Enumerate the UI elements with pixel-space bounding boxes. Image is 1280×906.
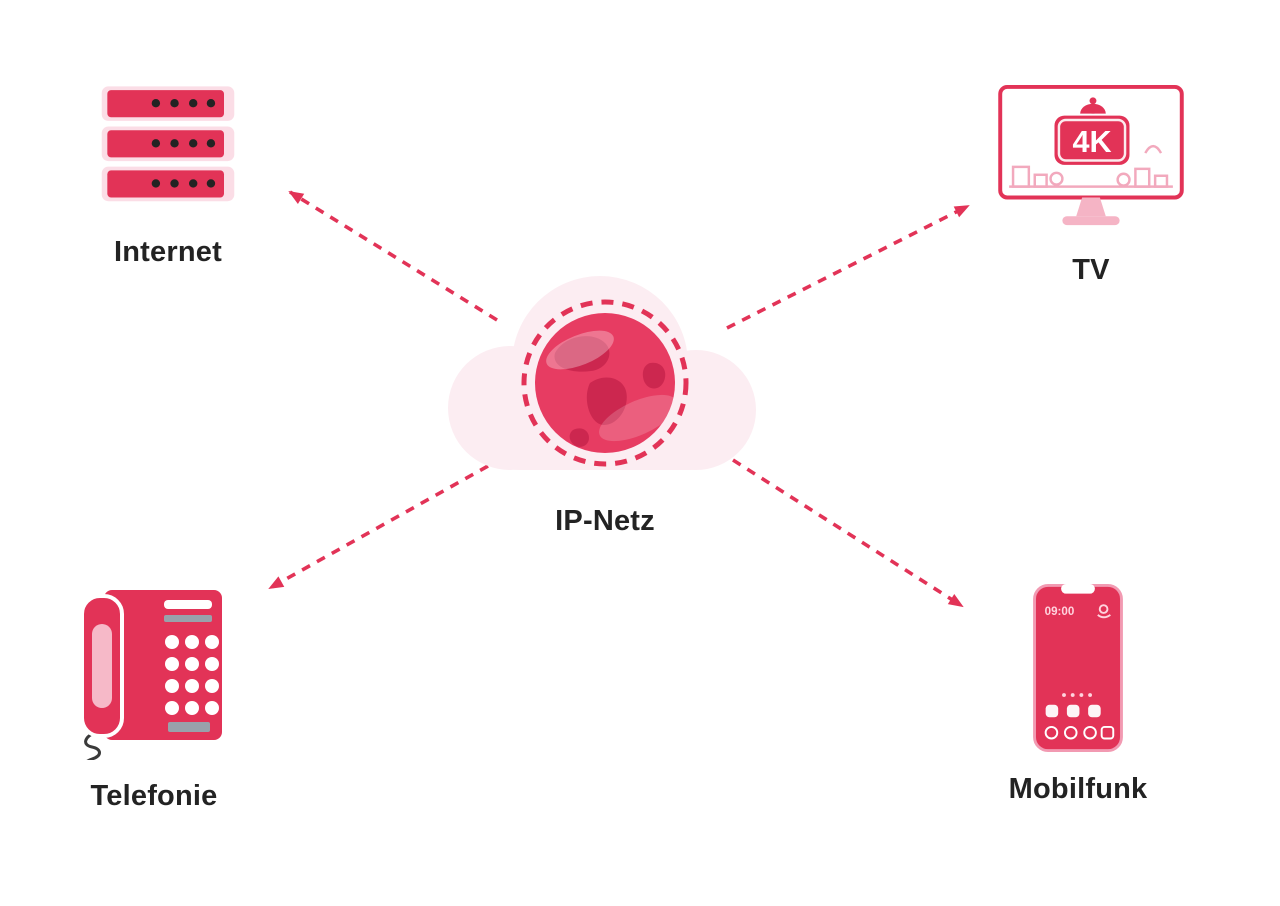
globe-dashed-ring [521,299,689,467]
node-internet: Internet [88,86,248,269]
phone-cord [84,730,101,760]
ip-network-cloud-icon [448,276,756,470]
tv-badge-text: 4K [1072,125,1111,159]
node-label-tv: TV [1072,254,1110,286]
weather-icon [1097,604,1111,619]
node-label-ip-netz: IP-Netz [555,505,655,537]
telephone-icon [80,590,222,760]
server-icon [101,86,235,202]
node-tv: 4K TV [995,84,1187,287]
phone-time-text: 09:00 [1045,606,1075,618]
smartphone-icon: 09:00 [1033,583,1123,753]
node-label-internet: Internet [114,236,222,268]
globe-icon [535,313,675,453]
node-telefonie: Telefonie [66,584,242,813]
node-ip-netz: IP-Netz [440,268,770,538]
tv-4k-icon: 4K [998,84,1184,226]
node-label-telefonie: Telefonie [90,780,218,812]
node-label-mobilfunk: Mobilfunk [1008,773,1148,805]
node-mobilfunk: 09:00 Mobilfunk [1000,583,1156,806]
